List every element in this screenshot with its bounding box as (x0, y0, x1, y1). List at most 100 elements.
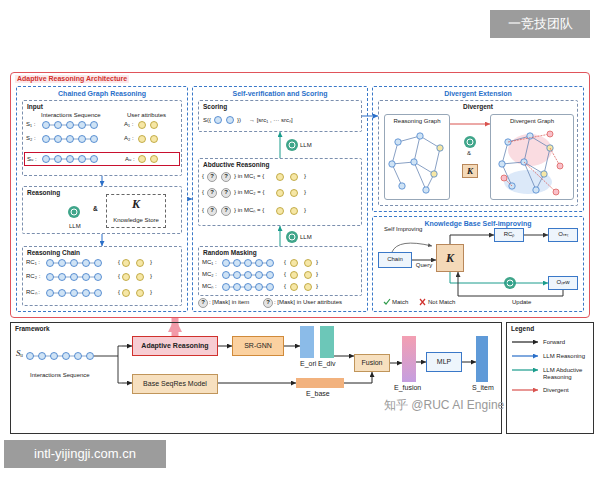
item-circle (215, 117, 222, 124)
item-circle (79, 136, 86, 143)
connector (284, 346, 300, 347)
item-circle (39, 353, 46, 360)
label-text: } (316, 271, 318, 278)
graph-node (547, 131, 553, 137)
label-text: } (304, 207, 306, 214)
node-title: Adaptive Reasoning Architecture (15, 75, 129, 83)
node-title: S_item (472, 384, 494, 392)
label-text: } (304, 173, 306, 180)
item-circle (59, 260, 66, 267)
item-circle (267, 272, 274, 279)
node-title: Reasoning Chain (27, 249, 80, 257)
item-circle (305, 284, 312, 291)
item-circle (277, 174, 284, 181)
item-circle (91, 122, 98, 129)
item-circle (63, 353, 70, 360)
node-title: E_base (306, 390, 330, 398)
connector (344, 372, 372, 383)
highlight-row: Sᵤ :Aᵤ : (24, 152, 180, 166)
legend-text: Forward (543, 339, 591, 346)
node-title: Adaptive Reasoning (141, 342, 208, 350)
item-circle (277, 190, 284, 197)
item-circle (43, 156, 50, 163)
label-text: RC₂ : (26, 273, 40, 280)
item-circle (67, 122, 74, 129)
node-title: Sᵤ (16, 348, 23, 358)
match-mark (384, 299, 390, 304)
graph-node (557, 163, 563, 169)
legend-text: LLM Reasoning (543, 353, 591, 360)
item-circle (27, 353, 34, 360)
item-circle (208, 189, 217, 198)
label-text: { (202, 207, 204, 214)
graph-node (389, 161, 395, 167)
label-text: RC₁ : (26, 259, 40, 266)
llm-icon (286, 231, 298, 243)
item-circle (79, 122, 86, 129)
label-text: } (304, 189, 306, 196)
framework-frame: FrameworkSᵤInteractions SequenceAdaptive… (10, 322, 502, 434)
node-title: Scoring (203, 103, 227, 111)
node-title: K (107, 197, 165, 212)
graph-node (527, 133, 533, 139)
item-circle (151, 122, 158, 129)
graph-edge (414, 136, 420, 162)
item-circle (234, 284, 241, 291)
label-text: Not Match (428, 299, 455, 306)
legend-box: LegendForwardLLM ReasoningLLM Abductive … (506, 322, 594, 434)
not-match-mark (420, 299, 425, 305)
watermark-box: 一竞技团队 (490, 10, 590, 38)
graph-edge (434, 148, 440, 174)
panel: Divergent ExtensionDivergentReasoning Gr… (372, 86, 584, 212)
graph-node (411, 159, 417, 165)
label-text: ? (207, 207, 217, 214)
divergent-box: DivergentReasoning GraphDivergent GraphK (378, 100, 578, 206)
label-text: } (150, 289, 152, 296)
node-text: → [src₁ , ··· srcₙ] (249, 117, 293, 124)
llm-icon (68, 206, 80, 218)
label-text: { (118, 273, 120, 280)
process-box: Adaptive Reasoning (132, 336, 218, 356)
branch-line (94, 346, 122, 383)
item-circle (234, 260, 241, 267)
graph-edge (502, 164, 512, 186)
item-circle (245, 284, 252, 291)
label-text: : [Mask] in item (209, 299, 249, 306)
label-text: { (284, 283, 286, 290)
reasoning-graph: Reasoning Graph (384, 114, 450, 200)
retrieved-chain: RCₚ (494, 228, 524, 242)
item-circle (208, 207, 217, 216)
item-circle (267, 260, 274, 267)
item-circle (256, 260, 263, 267)
graph-edge (544, 148, 550, 174)
item-circle (234, 272, 241, 279)
item-circle (305, 260, 312, 267)
label-text: } in MC₁ = { (234, 173, 264, 180)
connector (450, 235, 494, 244)
node-text: Knowledge Store (107, 217, 165, 224)
item-circle (59, 290, 66, 297)
output-box: Oᵣₑₜ (548, 228, 578, 242)
input-sequence: SᵤInteractions Sequence (16, 336, 122, 392)
label-text: : [Mask] in User attributes (274, 299, 342, 306)
item-circle (139, 156, 146, 163)
connector (122, 383, 132, 384)
graph-node (417, 133, 423, 139)
node-title: Random Masking (203, 249, 257, 257)
label-text: MC₂ : (202, 271, 217, 278)
node-title: Divergent (379, 103, 577, 111)
label-text: MCₙ : (202, 283, 217, 290)
item-circle (75, 353, 82, 360)
node-text: Aᵤ : (125, 156, 135, 163)
label-text: S₂ : (26, 135, 36, 142)
item-circle (47, 260, 54, 267)
item-circle (291, 208, 298, 215)
node-text: Interactions Sequence (30, 372, 90, 379)
item-circle (55, 136, 62, 143)
item-circle (223, 284, 230, 291)
graph-node (431, 171, 437, 177)
node-title: RCₚ (504, 231, 515, 238)
legend-sample (512, 389, 538, 390)
node-title: Divergent Graph (491, 118, 573, 125)
node-title: intl-yijingji.com.cn (34, 446, 136, 462)
